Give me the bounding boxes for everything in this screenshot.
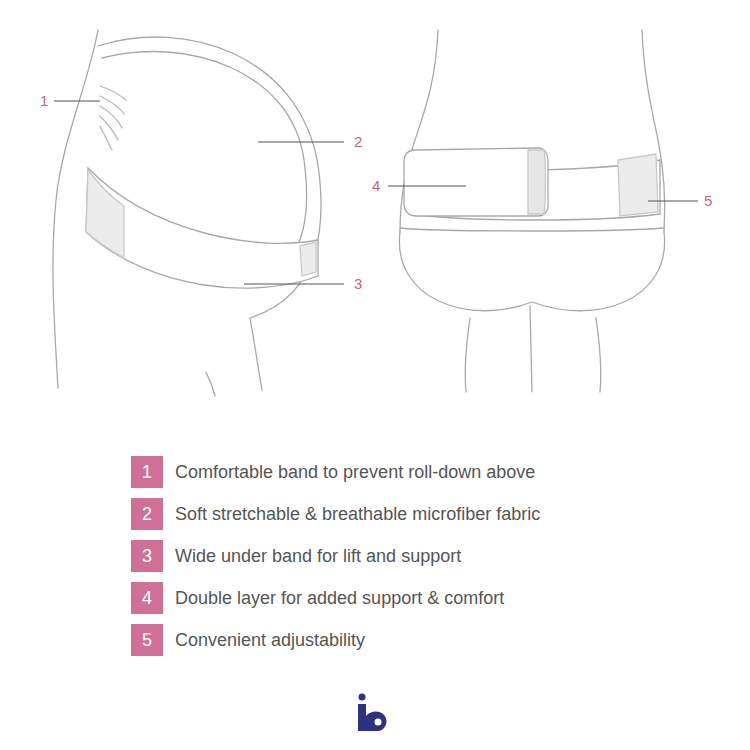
list-number: 1 xyxy=(142,462,152,482)
waist-line xyxy=(400,228,664,231)
callout-number: 5 xyxy=(704,193,712,209)
velcro-tab xyxy=(528,150,546,214)
callout-number: 3 xyxy=(354,276,362,292)
leg-line xyxy=(206,372,215,396)
legs xyxy=(465,306,601,392)
feature-text: Double layer for added support & comfort xyxy=(175,587,504,609)
double-layer-flap xyxy=(404,148,548,216)
buttocks xyxy=(399,232,664,311)
leader-line xyxy=(648,200,698,201)
list-number: 2 xyxy=(142,504,152,524)
band-patch xyxy=(86,170,124,258)
leader-line xyxy=(388,185,466,186)
number-square: 3 xyxy=(131,540,163,572)
brand-logo xyxy=(358,694,386,732)
feature-text: Comfortable band to prevent roll-down ab… xyxy=(175,461,535,483)
number-square: 2 xyxy=(131,498,163,530)
callout-number: 4 xyxy=(372,178,380,194)
feature-text: Soft stretchable & breathable microfiber… xyxy=(175,503,540,525)
callout-number: 1 xyxy=(40,93,48,109)
belt-patch xyxy=(618,154,658,216)
number-square: 1 xyxy=(131,456,163,488)
leader-line xyxy=(258,141,344,142)
front-leg xyxy=(250,318,262,390)
leader-line xyxy=(54,100,100,101)
list-number: 3 xyxy=(142,546,152,566)
band-patch xyxy=(300,242,316,276)
number-square: 4 xyxy=(131,582,163,614)
leader-line xyxy=(244,283,344,284)
list-number: 5 xyxy=(142,630,152,650)
feature-text: Convenient adjustability xyxy=(175,629,365,651)
list-number: 4 xyxy=(142,588,152,608)
feature-text: Wide under band for lift and support xyxy=(175,545,461,567)
number-square: 5 xyxy=(131,624,163,656)
under-band xyxy=(86,168,318,288)
gathering xyxy=(100,86,126,150)
callout-number: 2 xyxy=(354,134,362,150)
